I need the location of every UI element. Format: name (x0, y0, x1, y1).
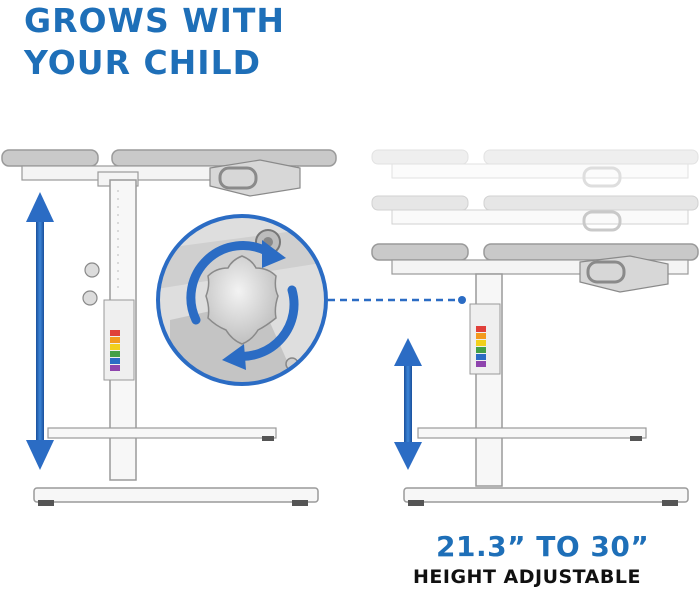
height-arrow-icon (26, 192, 54, 470)
desk-right-top-small (371, 243, 469, 261)
desk-left (1, 149, 337, 506)
rotate-arrows-icon (186, 240, 299, 370)
height-range: 21.3” TO 30” (436, 530, 650, 563)
desk-right-top-large (483, 243, 699, 261)
desk-right-ghost-top (371, 149, 699, 188)
height-arrow-icon-right (394, 338, 422, 470)
desk-right-ghost-middle (371, 195, 699, 232)
knob-zoom-detail (156, 214, 328, 386)
height-adjustable-label: HEIGHT ADJUSTABLE (413, 566, 641, 588)
desk-left-top-small (1, 149, 99, 167)
headline: GROWS WITH YOUR CHILD (24, 0, 285, 84)
desk-left-top-large (111, 149, 337, 167)
star-knob-icon (205, 255, 279, 345)
headline-line-2: YOUR CHILD (24, 43, 262, 82)
desk-right (371, 243, 699, 506)
headline-line-1: GROWS WITH (24, 1, 286, 40)
